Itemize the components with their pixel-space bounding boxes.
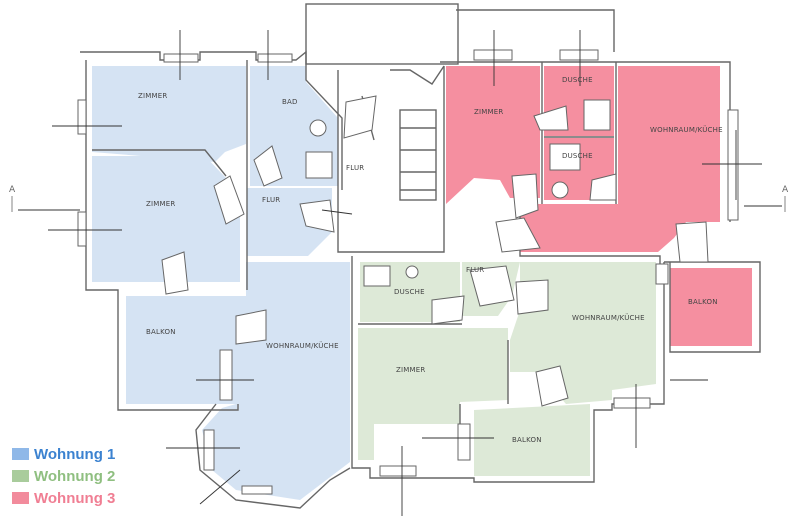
w3-zimmer-label: ZIMMER [474,108,503,116]
legend-label: Wohnung 2 [34,467,116,485]
legend-item-wohnung-3: Wohnung 3 [12,487,115,509]
door-swing [675,221,709,263]
washbasin [551,181,569,199]
door-swing [495,217,541,253]
legend-label: Wohnung 1 [34,445,116,463]
door-swing [161,251,189,295]
window-marker [163,53,199,63]
door-swing [535,365,569,407]
w1-balkon-label: BALKON [146,328,176,336]
door-swing [213,175,245,225]
section-marker-left: A [9,185,16,212]
window-marker [655,263,669,285]
plan-details [77,49,739,495]
door-swing [253,145,283,187]
door-swing [515,279,549,315]
reference-lines [18,30,782,516]
legend-item-wohnung-1: Wohnung 1 [12,443,115,465]
window-marker [457,423,471,461]
door-swing [469,265,515,307]
door-swing [299,199,335,233]
washbasin [405,265,419,279]
section-marker-right: A [782,185,789,212]
legend-label: Wohnung 3 [34,489,116,507]
door-swing [589,173,617,201]
wohnung-3-area [446,66,752,346]
window-marker [203,429,215,471]
window-marker [257,53,293,63]
w1-bad-label: BAD [282,98,298,106]
w1-zimmer-top-label: ZIMMER [138,92,167,100]
w2-zimmer-label: ZIMMER [396,366,425,374]
washbasin [309,119,327,137]
window-marker [559,49,599,61]
legend-swatch [12,470,29,482]
legend: Wohnung 1 Wohnung 2 Wohnung 3 [12,443,115,509]
door-swing [431,295,465,325]
window-marker [727,109,739,221]
w2-flur-label: FLUR [466,266,484,274]
w2-wohnraum-label: WOHNRAUM/KÜCHE [572,313,645,322]
window-marker [219,349,233,401]
w3-wohnraum-room [520,66,720,252]
legend-item-wohnung-2: Wohnung 2 [12,465,115,487]
door-swing [235,309,267,345]
w1-balkon-room [126,296,236,404]
w3-dusche-top-label: DUSCHE [562,76,593,84]
w3-balkon-label: BALKON [688,298,718,306]
window-marker [613,397,651,409]
stair-flur-label: FLUR [346,164,364,172]
door-swing [511,173,539,219]
door-swing [343,95,377,139]
w1-zimmer-mid-label: ZIMMER [146,200,175,208]
w3-dusche-bottom-label: DUSCHE [562,152,593,160]
shower-tray [549,143,581,171]
shower-tray [305,151,333,179]
legend-swatch [12,448,29,460]
w1-zimmer-mid-room [92,156,240,282]
svg-text:A: A [782,185,789,195]
window-marker [77,99,87,135]
room-labels: ZIMMER BAD ZIMMER FLUR BALKON WOHNRAUM/K… [138,76,723,444]
w1-wohnraum-label: WOHNRAUM/KÜCHE [266,341,339,350]
window-marker [379,465,417,477]
window-marker [77,211,87,247]
shower-tray [363,265,391,287]
svg-text:A: A [9,185,16,195]
w1-zimmer-top-room [92,66,246,162]
w2-balkon-label: BALKON [512,436,542,444]
w1-flur-label: FLUR [262,196,280,204]
window-marker [241,485,273,495]
w2-zimmer-room [358,328,508,460]
w3-wohnraum-label: WOHNRAUM/KÜCHE [650,125,723,134]
w3-balkon-room [670,268,752,346]
w2-dusche-label: DUSCHE [394,288,425,296]
window-marker [473,49,513,61]
shower-tray [583,99,611,131]
w3-zimmer-room [446,66,540,204]
w2-balkon-room [474,404,590,476]
door-swing [533,105,569,131]
legend-swatch [12,492,29,504]
